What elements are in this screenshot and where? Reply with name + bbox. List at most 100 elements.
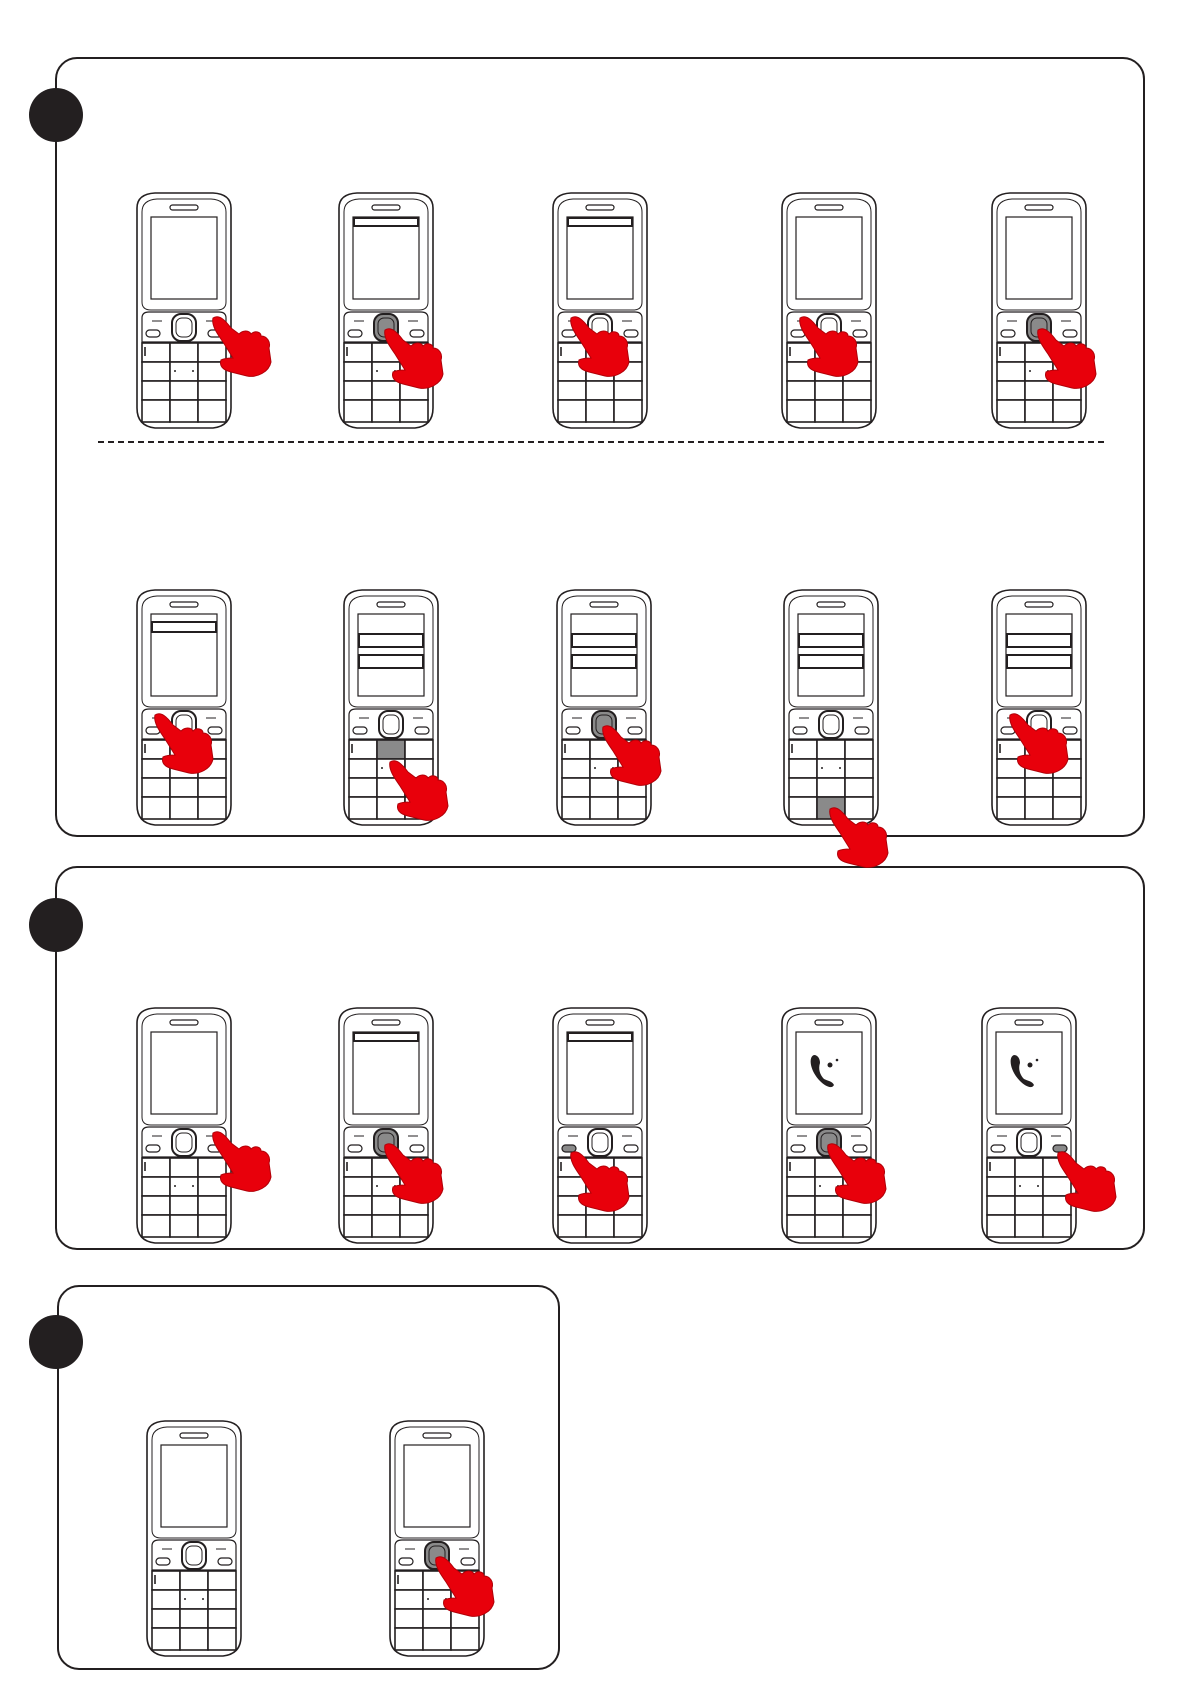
phone-illustration bbox=[980, 587, 1130, 827]
keypad-key bbox=[372, 400, 400, 422]
end-key bbox=[461, 1558, 475, 1565]
section-2-badge bbox=[29, 898, 83, 952]
keypad-key bbox=[787, 1196, 815, 1215]
phone-illustration bbox=[541, 190, 691, 430]
keypad-key bbox=[395, 1571, 423, 1590]
keypad-key bbox=[845, 740, 873, 759]
section-3-badge bbox=[29, 1315, 83, 1369]
keypad-key bbox=[349, 778, 377, 797]
screen bbox=[353, 217, 419, 299]
screen bbox=[1006, 217, 1072, 299]
screen bbox=[353, 1032, 419, 1114]
keypad-key bbox=[1043, 1177, 1071, 1196]
keypad-key bbox=[997, 381, 1025, 400]
end-key bbox=[1063, 330, 1077, 337]
keypad-key bbox=[395, 1609, 423, 1628]
end-key bbox=[628, 727, 642, 734]
center-key bbox=[823, 715, 839, 734]
keypad-key bbox=[997, 362, 1025, 381]
keypad-key bbox=[987, 1196, 1015, 1215]
section-1-badge bbox=[29, 88, 83, 142]
keypad-key bbox=[1025, 778, 1053, 797]
keypad-key bbox=[142, 381, 170, 400]
keypad-key bbox=[400, 400, 428, 422]
keypad-key bbox=[787, 400, 815, 422]
keypad-key bbox=[997, 343, 1025, 362]
keypad-key bbox=[558, 400, 586, 422]
call-key bbox=[991, 1145, 1005, 1152]
keypad-key bbox=[152, 1628, 180, 1650]
keypad-key bbox=[142, 343, 170, 362]
keypad-key bbox=[558, 1215, 586, 1237]
key-5-dot bbox=[174, 370, 176, 372]
keypad-key bbox=[423, 1609, 451, 1628]
keypad-key bbox=[142, 400, 170, 422]
keypad-key bbox=[815, 400, 843, 422]
screen bbox=[151, 1032, 217, 1114]
phone-step bbox=[970, 1005, 1120, 1245]
keypad-key bbox=[815, 1215, 843, 1237]
key-6-dot bbox=[1037, 1185, 1039, 1187]
keypad-key bbox=[787, 1215, 815, 1237]
keypad-key bbox=[787, 1158, 815, 1177]
end-key bbox=[415, 727, 429, 734]
keypad-key bbox=[787, 1177, 815, 1196]
end-key bbox=[410, 1145, 424, 1152]
call-key bbox=[562, 1145, 576, 1152]
center-key bbox=[176, 318, 192, 337]
call-key bbox=[566, 727, 580, 734]
center-key bbox=[592, 1133, 608, 1152]
keypad-key bbox=[170, 778, 198, 797]
phone-step bbox=[332, 587, 482, 827]
call-key bbox=[146, 1145, 160, 1152]
keypad-key bbox=[789, 778, 817, 797]
keypad-key bbox=[400, 1215, 428, 1237]
keypad-key bbox=[987, 1177, 1015, 1196]
keypad-key bbox=[152, 1571, 180, 1590]
keypad-key bbox=[142, 1177, 170, 1196]
phone-illustration bbox=[980, 190, 1130, 430]
keypad-key bbox=[142, 1158, 170, 1177]
phone-illustration bbox=[125, 1005, 275, 1245]
keypad-key bbox=[987, 1158, 1015, 1177]
call-dot bbox=[1036, 1059, 1039, 1062]
keypad-key bbox=[198, 778, 226, 797]
keypad-key bbox=[586, 381, 614, 400]
key-6-dot bbox=[192, 1185, 194, 1187]
phone-step bbox=[980, 587, 1130, 827]
phone-illustration bbox=[327, 190, 477, 430]
section-1-divider bbox=[98, 441, 1104, 443]
keypad-key bbox=[843, 381, 871, 400]
screen bbox=[796, 217, 862, 299]
phone-step bbox=[135, 1418, 285, 1658]
keypad-key bbox=[590, 797, 618, 819]
key-5-dot bbox=[381, 767, 383, 769]
end-key bbox=[853, 1145, 867, 1152]
keypad-key bbox=[586, 1215, 614, 1237]
key-6-dot bbox=[202, 1598, 204, 1600]
center-key bbox=[383, 715, 399, 734]
end-key bbox=[624, 330, 638, 337]
call-dot bbox=[836, 1059, 839, 1062]
keypad-key bbox=[590, 778, 618, 797]
call-key bbox=[1001, 330, 1015, 337]
key-6-dot bbox=[839, 767, 841, 769]
keypad-key bbox=[614, 381, 642, 400]
keypad-key bbox=[344, 1158, 372, 1177]
keypad-key bbox=[372, 1196, 400, 1215]
keypad-key bbox=[344, 1196, 372, 1215]
keypad-key bbox=[208, 1571, 236, 1590]
keypad-key bbox=[451, 1628, 479, 1650]
key-5-dot bbox=[184, 1598, 186, 1600]
keypad-key bbox=[405, 740, 433, 759]
screen bbox=[796, 1032, 862, 1114]
call-key bbox=[348, 1145, 362, 1152]
keypad-key bbox=[372, 1215, 400, 1237]
keypad-key bbox=[349, 797, 377, 819]
keypad-key bbox=[1053, 778, 1081, 797]
keypad-key bbox=[558, 1177, 586, 1196]
keypad-key bbox=[180, 1571, 208, 1590]
phone-step bbox=[980, 190, 1130, 430]
keypad-key bbox=[170, 1196, 198, 1215]
phone-step bbox=[125, 1005, 275, 1245]
